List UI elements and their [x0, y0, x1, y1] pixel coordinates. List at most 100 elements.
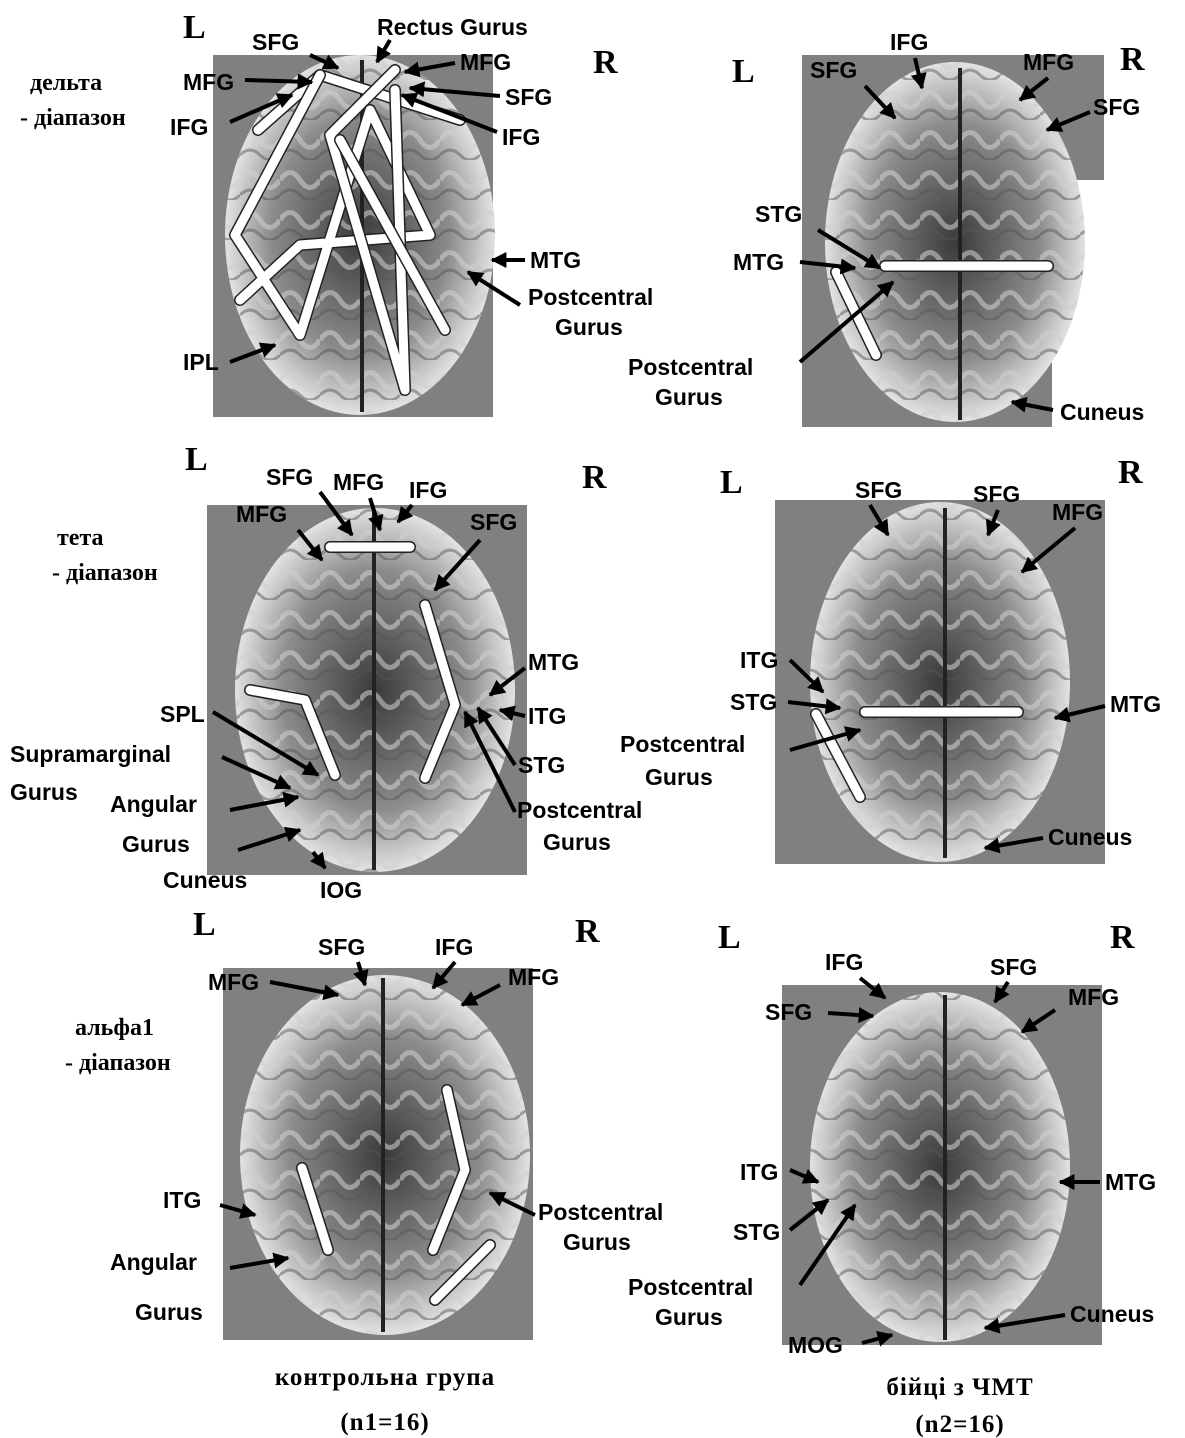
brain-top-view [240, 975, 530, 1335]
right-marker: R [1120, 41, 1145, 78]
left-marker: L [720, 464, 743, 501]
left-marker: L [718, 919, 741, 956]
label-sfg-right: SFG [470, 509, 517, 535]
label-sfg: SFG [318, 934, 365, 960]
label-sfg-left: SFG [855, 477, 902, 503]
label-mfg-left: MFG [183, 69, 234, 95]
label-postcentral: Postcentral [628, 354, 753, 380]
panel-alpha1-tbi: L R IFG SFG SFG MFG ITG MTG STG Postcent… [628, 919, 1156, 1358]
right-marker: R [575, 913, 600, 950]
label-sfg-right: SFG [990, 954, 1037, 980]
label-sfg-right: SFG [505, 84, 552, 110]
label-mog: MOG [788, 1332, 843, 1358]
label-mtg: MTG [1110, 691, 1161, 717]
label-cuneus: Cuneus [163, 867, 247, 893]
label-mtg: MTG [528, 649, 579, 675]
label-postcentral: Postcentral [538, 1199, 663, 1225]
band-label-delta: дельта [30, 70, 102, 96]
caption-tbi: бійці з ЧМТ [886, 1374, 1033, 1401]
label-sfg-right: SFG [1093, 94, 1140, 120]
caption-control-n: (n1=16) [340, 1409, 429, 1436]
brain-top-view [825, 62, 1085, 422]
label-stg: STG [755, 201, 802, 227]
label-mfg-top: MFG [333, 469, 384, 495]
caption-control: контрольна група [275, 1364, 495, 1391]
label-mfg: MFG [1023, 49, 1074, 75]
label-spl: SPL [160, 701, 205, 727]
band-label-alpha1: альфа1 [75, 1015, 154, 1041]
label-iog: IOG [320, 877, 362, 903]
label-mfg-left: MFG [236, 501, 287, 527]
panel-theta-tbi: L R SFG SFG MFG ITG STG MTG Postcentral … [620, 454, 1161, 864]
label-stg: STG [518, 752, 565, 778]
label-stg: STG [733, 1219, 780, 1245]
right-marker: R [1118, 454, 1143, 491]
left-marker: L [732, 53, 755, 90]
group-captions: контрольна група (n1=16) бійці з ЧМТ (n2… [275, 1364, 1034, 1438]
label-postcentral-gurus: Gurus [563, 1229, 631, 1255]
label-mfg: MFG [1052, 499, 1103, 525]
label-cuneus: Cuneus [1070, 1301, 1154, 1327]
brain-top-view [810, 502, 1070, 862]
label-mtg: MTG [530, 247, 581, 273]
band-label-delta-range: - діапазон [20, 105, 126, 131]
label-mfg-right: MFG [508, 964, 559, 990]
label-mfg-left: MFG [208, 969, 259, 995]
label-cuneus: Cuneus [1060, 399, 1144, 425]
label-postcentral: Postcentral [528, 284, 653, 310]
left-marker: L [183, 9, 206, 46]
label-ifg: IFG [890, 29, 928, 55]
label-sfg-left: SFG [765, 999, 812, 1025]
label-mtg: MTG [733, 249, 784, 275]
panel-alpha1-control: L R SFG IFG MFG MFG ITG Postcentral Guru… [65, 906, 663, 1340]
right-marker: R [1110, 919, 1135, 956]
right-marker: R [582, 459, 607, 496]
label-itg: ITG [163, 1187, 201, 1213]
label-gurus: Gurus [555, 314, 623, 340]
label-itg: ITG [528, 703, 566, 729]
label-ifg: IFG [825, 949, 863, 975]
band-label-alpha1-range: - діапазон [65, 1050, 171, 1076]
label-itg: ITG [740, 1159, 778, 1185]
label-postcentral: Postcentral [620, 731, 745, 757]
label-ipl: IPL [183, 349, 219, 375]
label-rectus: Rectus Gurus [377, 14, 528, 40]
panel-delta-tbi: L R IFG SFG MFG SFG STG MTG Postcentral … [628, 29, 1145, 427]
label-cuneus: Cuneus [1048, 824, 1132, 850]
label-angular-gurus: Gurus [135, 1299, 203, 1325]
panel-theta-control: L R SFG MFG IFG MFG SFG MTG ITG STG SPL … [10, 441, 642, 903]
label-stg: STG [730, 689, 777, 715]
left-marker: L [185, 441, 208, 478]
band-label-theta: тета [57, 525, 104, 551]
label-postcentral: Postcentral [628, 1274, 753, 1300]
label-ifg-right: IFG [502, 124, 540, 150]
label-gurus: Gurus [645, 764, 713, 790]
label-supramarginal: Supramarginal [10, 741, 171, 767]
brain-top-view [810, 992, 1070, 1342]
label-sfg: SFG [252, 29, 299, 55]
label-mfg: MFG [1068, 984, 1119, 1010]
label-gurus: Gurus [655, 1304, 723, 1330]
label-sfg-left: SFG [810, 57, 857, 83]
label-mfg-right: MFG [460, 49, 511, 75]
label-angular-gurus: Gurus [122, 831, 190, 857]
right-marker: R [593, 44, 618, 81]
label-supramarginal-gurus: Gurus [10, 779, 78, 805]
left-marker: L [193, 906, 216, 943]
label-angular: Angular [110, 1249, 197, 1275]
label-ifg: IFG [409, 477, 447, 503]
label-sfg-right: SFG [973, 481, 1020, 507]
panel-delta-control: L R SFG Rectus Gurus MFG MFG SFG IFG IFG… [20, 9, 653, 417]
band-label-theta-range: - діапазон [52, 560, 158, 586]
label-ifg: IFG [435, 934, 473, 960]
label-itg: ITG [740, 647, 778, 673]
label-ifg-left: IFG [170, 114, 208, 140]
caption-tbi-n: (n2=16) [915, 1411, 1004, 1438]
label-gurus: Gurus [655, 384, 723, 410]
label-postcentral: Postcentral [517, 797, 642, 823]
label-angular: Angular [110, 791, 197, 817]
label-mtg: MTG [1105, 1169, 1156, 1195]
label-sfg-left: SFG [266, 464, 313, 490]
label-postcentral-gurus: Gurus [543, 829, 611, 855]
